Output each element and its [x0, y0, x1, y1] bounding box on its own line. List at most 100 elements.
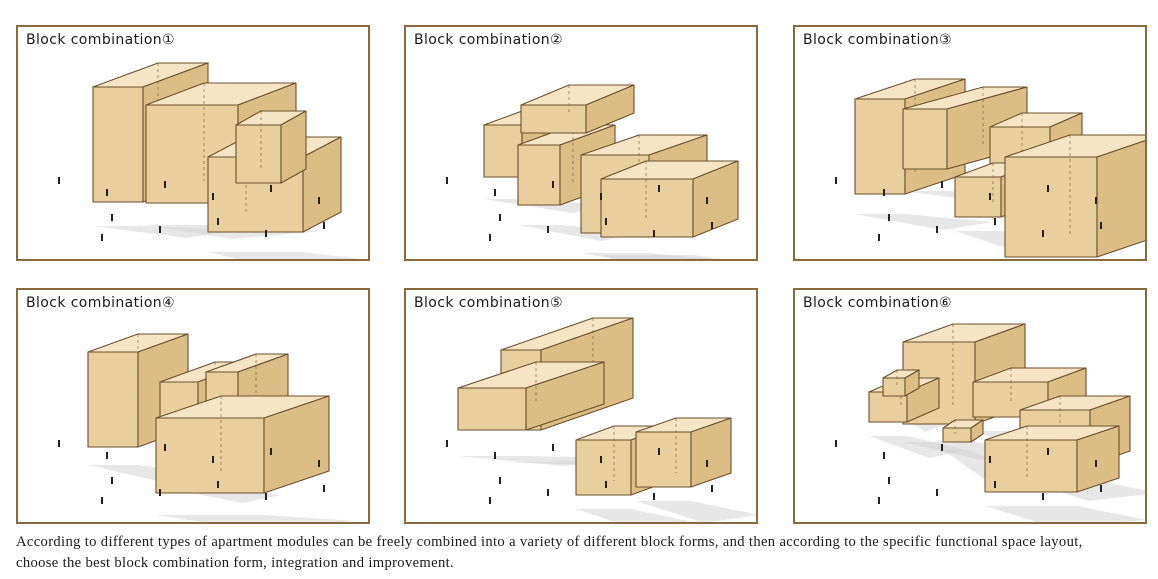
- panel-title: Block combination⑥: [803, 295, 953, 311]
- pedestrian-figure: [552, 181, 554, 188]
- block-front-face: [854, 98, 906, 195]
- pedestrian-figure: [494, 189, 496, 196]
- block-side-face: [970, 419, 984, 443]
- massing-block: [457, 361, 605, 431]
- pedestrian-figure: [605, 218, 607, 225]
- massing-block: [635, 417, 732, 488]
- pedestrian-figure: [1100, 222, 1102, 229]
- pedestrian-figure: [835, 177, 837, 184]
- pedestrian-figure: [499, 477, 501, 484]
- block-front-face: [155, 417, 265, 494]
- pedestrian-figure: [318, 197, 320, 204]
- block-front-face: [882, 377, 906, 397]
- pedestrian-figure: [446, 177, 448, 184]
- pedestrian-figure: [989, 193, 991, 200]
- pedestrian-figure: [217, 481, 219, 488]
- block-shadow: [985, 506, 1145, 522]
- panel-title: Block combination③: [803, 32, 953, 48]
- block-front-face: [984, 439, 1078, 493]
- pedestrian-figure: [1100, 485, 1102, 492]
- panel-block-combination-3: Block combination③: [793, 25, 1147, 261]
- pedestrian-figure: [658, 448, 660, 455]
- block-massing-diagram-3: [835, 78, 1145, 258]
- pedestrian-figure: [164, 444, 166, 451]
- block-front-face: [235, 124, 282, 184]
- pedestrian-figure: [600, 456, 602, 463]
- pedestrian-figure: [212, 193, 214, 200]
- pedestrian-figure: [111, 477, 113, 484]
- pedestrian-figure: [318, 460, 320, 467]
- pedestrian-figure: [658, 185, 660, 192]
- pedestrian-figure: [941, 181, 943, 188]
- block-shadow: [636, 501, 756, 522]
- pedestrian-figure: [706, 197, 708, 204]
- block-side-face: [904, 369, 920, 397]
- pedestrian-figure: [101, 234, 103, 241]
- pedestrian-figure: [164, 181, 166, 188]
- block-side-face: [280, 110, 307, 184]
- pedestrian-figure: [265, 230, 267, 237]
- pedestrian-figure: [878, 234, 880, 241]
- block-front-face: [954, 176, 1002, 218]
- block-front-face: [600, 178, 694, 238]
- pedestrian-figure: [941, 444, 943, 451]
- pedestrian-figure: [888, 214, 890, 221]
- block-side-face: [692, 160, 739, 238]
- pedestrian-figure: [989, 456, 991, 463]
- pedestrian-figure: [547, 226, 549, 233]
- pedestrian-figure: [706, 460, 708, 467]
- block-front-face: [520, 104, 587, 134]
- pedestrian-figure: [212, 456, 214, 463]
- pedestrian-figure: [1042, 493, 1044, 500]
- panel-title: Block combination①: [26, 32, 176, 48]
- pedestrian-figure: [547, 489, 549, 496]
- pedestrian-figure: [711, 485, 713, 492]
- panel-block-combination-2: Block combination②: [404, 25, 758, 261]
- pedestrian-figure: [270, 185, 272, 192]
- pedestrian-figure: [323, 222, 325, 229]
- panel-block-combination-6: Block combination⑥: [793, 288, 1147, 524]
- block-side-face: [1076, 425, 1120, 493]
- pedestrian-figure: [994, 481, 996, 488]
- block-side-face: [690, 417, 732, 488]
- pedestrian-figure: [878, 497, 880, 504]
- block-side-face: [263, 395, 330, 494]
- massing-block: [600, 160, 739, 238]
- block-shadow: [576, 509, 693, 522]
- block-side-face: [525, 361, 605, 431]
- block-shadow: [869, 436, 967, 458]
- pedestrian-figure: [1042, 230, 1044, 237]
- block-shadow: [208, 252, 361, 259]
- block-front-face: [87, 351, 139, 448]
- pedestrian-figure: [270, 448, 272, 455]
- block-front-face: [517, 144, 561, 206]
- pedestrian-figure: [883, 452, 885, 459]
- pedestrian-figure: [1095, 460, 1097, 467]
- pedestrian-figure: [835, 440, 837, 447]
- pedestrian-figure: [106, 189, 108, 196]
- block-shadow: [156, 515, 357, 522]
- massing-block: [155, 395, 330, 494]
- pedestrian-figure: [159, 226, 161, 233]
- pedestrian-figure: [58, 177, 60, 184]
- pedestrian-figure: [653, 493, 655, 500]
- massing-block: [520, 84, 635, 134]
- pedestrian-figure: [888, 477, 890, 484]
- pedestrian-figure: [994, 218, 996, 225]
- pedestrian-figure: [217, 218, 219, 225]
- block-massing-diagram-1: [58, 62, 361, 259]
- pedestrian-figure: [600, 193, 602, 200]
- pedestrian-figure: [936, 489, 938, 496]
- pedestrian-figure: [883, 189, 885, 196]
- pedestrian-figure: [58, 440, 60, 447]
- pedestrian-figure: [936, 226, 938, 233]
- block-side-face: [302, 136, 342, 233]
- block-front-face: [575, 439, 632, 496]
- pedestrian-figure: [106, 452, 108, 459]
- massing-block: [984, 425, 1120, 493]
- block-front-face: [92, 86, 144, 203]
- panel-title: Block combination⑤: [414, 295, 564, 311]
- pedestrian-figure: [653, 230, 655, 237]
- pedestrian-figure: [494, 452, 496, 459]
- pedestrian-figure: [446, 440, 448, 447]
